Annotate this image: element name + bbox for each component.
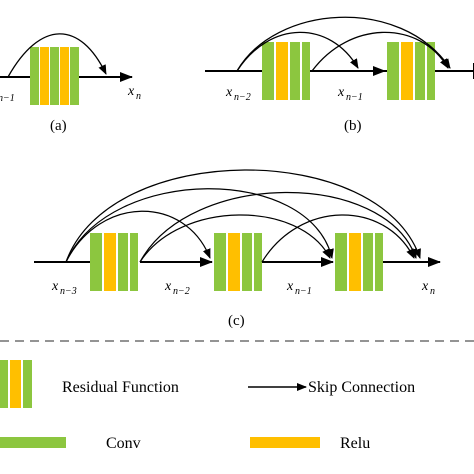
panel-a: n−1 x n (a) (0, 33, 141, 134)
residual-block-c3 (335, 233, 383, 291)
panel-c: x n−3 x n−2 x n−1 x n (c) (34, 169, 441, 329)
residual-block-c1 (90, 233, 138, 291)
legend: Residual Function Skip Connection Conv R… (0, 360, 415, 452)
residual-block-c2 (214, 233, 262, 291)
skip-arrow-c-3 (65, 210, 211, 263)
legend-relu-swatch (250, 437, 320, 448)
skip-arrow-c-5 (139, 214, 331, 263)
output-label-a: x (127, 84, 135, 99)
legend-relu-label: Relu (340, 435, 370, 452)
skip-arrow-a (7, 33, 107, 78)
caption-a: (a) (50, 118, 67, 134)
label-c-3-sub: n (430, 286, 435, 297)
input-label-a-sub: n−1 (0, 93, 15, 104)
skip-arrow-c-2 (65, 188, 334, 263)
legend-conv-label: Conv (106, 435, 141, 452)
label-b-0-sub: n−2 (234, 92, 251, 103)
label-b-0: x (225, 85, 233, 100)
label-c-1: x (164, 279, 172, 294)
legend-residual-function-label: Residual Function (62, 379, 179, 396)
caption-c: (c) (228, 313, 245, 329)
label-c-2-sub: n−1 (295, 286, 312, 297)
skip-arrow-b1 (236, 16, 451, 72)
label-b-1-sub: n−1 (346, 92, 363, 103)
label-c-0-sub: n−3 (60, 286, 77, 297)
label-c-1-sub: n−2 (173, 286, 190, 297)
label-c-2: x (286, 279, 294, 294)
label-b-1: x (337, 85, 345, 100)
skip-arrow-c-4 (139, 191, 417, 263)
panel-b: x n−2 x n−1 (b) (205, 16, 474, 134)
skip-arrow-c-1 (65, 169, 421, 263)
legend-skip-connection-label: Skip Connection (308, 379, 415, 396)
output-label-a-sub: n (136, 91, 141, 102)
skip-arrow-b2 (236, 31, 359, 72)
residual-block-a1 (30, 47, 79, 105)
skip-arrow-b3 (311, 31, 449, 72)
skip-arrow-c-6 (261, 214, 415, 263)
label-c-3: x (421, 279, 429, 294)
residual-block-b1 (262, 42, 310, 100)
caption-b: (b) (344, 118, 362, 134)
legend-residual-function-swatch (0, 360, 32, 408)
residual-block-b2 (387, 42, 435, 100)
legend-conv-swatch (0, 437, 66, 448)
label-c-0: x (51, 279, 59, 294)
